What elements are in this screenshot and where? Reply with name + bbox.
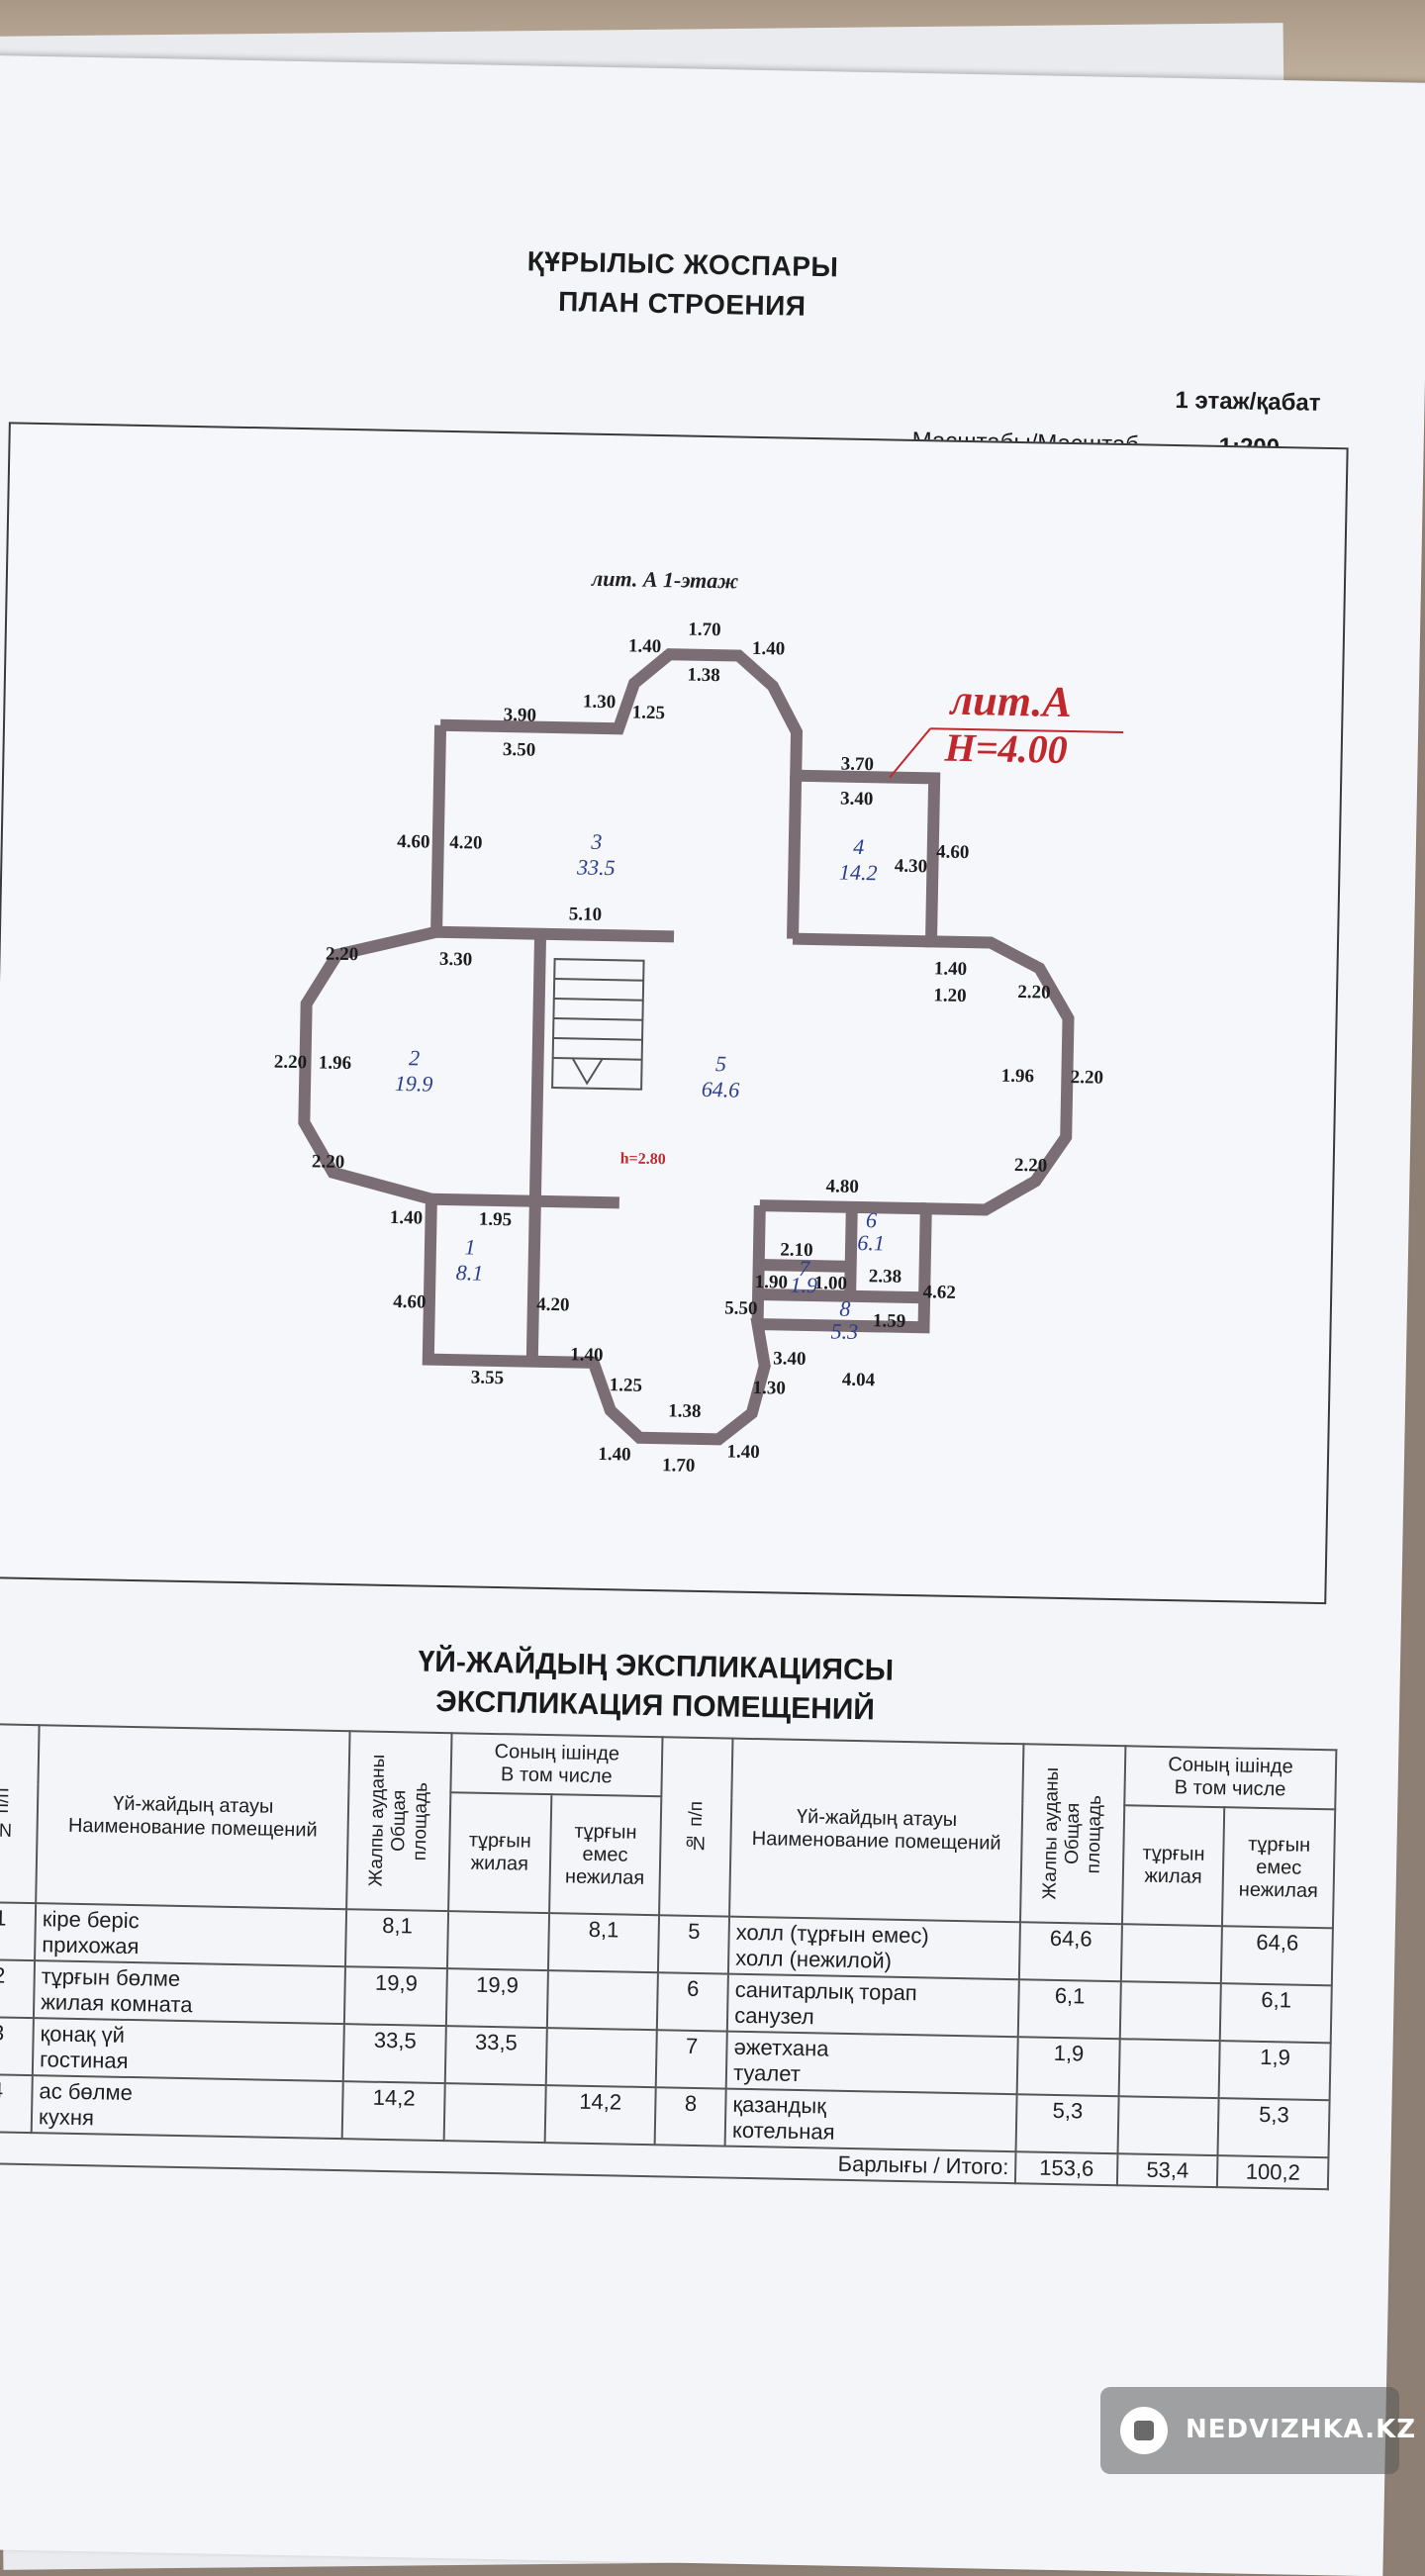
watermark-badge: NEDVIZHKA.KZ [1100, 2387, 1415, 2474]
dim-label: 1.00 [814, 1273, 848, 1294]
room-3-area: 33.5 [576, 854, 616, 880]
dim-label: 1.30 [583, 692, 617, 714]
dim-label: 4.60 [936, 841, 970, 863]
room-7-number: 7 [799, 1256, 810, 1281]
col-header-number-2: № п/п [659, 1737, 733, 1917]
col-header-name-2: Үй-жайдың атауы Наименование помещений [729, 1738, 1024, 1923]
dim-label: 3.40 [840, 789, 874, 811]
total-nonliving: 100,2 [1217, 2155, 1329, 2190]
col-header-including: Соның ішінде В том числе [450, 1733, 663, 1797]
dim-label: 1.96 [319, 1052, 352, 1074]
dim-label: 4.60 [393, 1291, 427, 1313]
dim-label: 4.62 [922, 1282, 956, 1303]
dim-label: 1.20 [933, 985, 967, 1006]
dim-label: 3.55 [471, 1367, 505, 1388]
dim-label: 1.40 [628, 635, 662, 657]
dim-label: 4.04 [842, 1370, 876, 1391]
col-header-number: № п/п [0, 1723, 40, 1904]
col-header-living: тұрғын жилая [448, 1792, 551, 1914]
room-1-number: 1 [464, 1234, 475, 1259]
room-5-number: 5 [715, 1051, 726, 1076]
dim-label: 1.38 [687, 665, 720, 687]
dim-label: 2.10 [780, 1239, 813, 1261]
dim-label: 1.70 [688, 620, 721, 641]
room-6-number: 6 [866, 1207, 877, 1232]
dim-label: 4.20 [536, 1294, 570, 1316]
dim-label: 1.40 [390, 1207, 424, 1229]
plan-frame: лит. А 1-этаж лит.А H=4.00 h=2.80 1 8.1 … [0, 422, 1349, 1605]
dim-label: 1.95 [479, 1209, 513, 1231]
stairs [551, 958, 645, 1091]
dim-label: 1.25 [632, 703, 666, 724]
dim-label: 2.20 [1014, 1155, 1048, 1177]
watermark-text: NEDVIZHKA.KZ [1186, 2415, 1417, 2444]
dim-label: 1.96 [1001, 1066, 1035, 1088]
room-2-area: 19.9 [395, 1071, 433, 1097]
col-header-living-2: тұрғын жилая [1121, 1805, 1225, 1927]
dim-label: 1.59 [873, 1310, 906, 1332]
explication-table: № п/п Үй-жайдың атауы Наименование помещ… [0, 1723, 1337, 2190]
room-2-number: 2 [409, 1045, 420, 1070]
dim-label: 2.20 [326, 944, 359, 966]
col-header-nonliving: тұрғын емес нежилая [548, 1794, 662, 1916]
room-8-number: 8 [839, 1296, 850, 1321]
col-header-total-area-2: Жалпы ауданы Общая площадь [1020, 1744, 1126, 1925]
floor-plan-document: ҚҰРЫЛЫС ЖОСПАРЫ ПЛАН СТРОЕНИЯ 1 этаж/қаб… [0, 55, 1425, 2576]
height-label: H=4.00 [943, 725, 1068, 772]
dim-label: 1.70 [662, 1455, 696, 1477]
dim-label: 2.20 [312, 1151, 345, 1173]
room-3-number: 3 [590, 829, 602, 854]
col-header-nonliving-2: тұрғын емес нежилая [1222, 1807, 1336, 1929]
dim-label: 1.25 [609, 1375, 642, 1396]
dim-label: 3.30 [439, 949, 473, 971]
room-1-area: 8.1 [455, 1260, 483, 1286]
dim-label: 1.40 [598, 1444, 631, 1466]
dim-label: 4.30 [895, 856, 928, 878]
room-4-area: 14.2 [839, 860, 878, 886]
dim-label: 2.20 [274, 1052, 308, 1074]
room-5-area: 64.6 [702, 1077, 740, 1102]
room-6-area: 6.1 [857, 1230, 885, 1256]
dim-label: 1.40 [726, 1441, 760, 1463]
dim-label: 4.20 [449, 832, 483, 854]
room-4-number: 4 [853, 834, 864, 859]
ceiling-note: h=2.80 [620, 1150, 666, 1168]
house-logo-icon [1120, 2407, 1168, 2454]
dim-label: 4.80 [825, 1176, 859, 1197]
dim-label: 3.50 [503, 739, 536, 761]
dim-label: 1.40 [934, 958, 968, 980]
dim-label: 2.20 [1071, 1067, 1104, 1089]
col-header-total-area: Жалпы ауданы Общая площадь [346, 1731, 452, 1912]
dim-label: 1.38 [668, 1400, 702, 1422]
dim-label: 3.90 [503, 705, 536, 726]
dim-label: 5.10 [569, 904, 603, 925]
dim-label: 5.50 [724, 1297, 758, 1319]
floor-plan-drawing: лит. А 1-этаж лит.А H=4.00 h=2.80 1 8.1 … [274, 566, 1124, 1477]
lit-label: лит.А [948, 676, 1072, 726]
dim-label: 2.20 [1017, 982, 1051, 1003]
dim-label: 1.90 [755, 1272, 789, 1293]
floor-label: 1 этаж/қабат [1175, 386, 1321, 417]
dim-label: 3.40 [773, 1348, 807, 1370]
dim-label: 4.60 [397, 831, 430, 853]
room-8-area: 5.3 [830, 1318, 858, 1344]
dim-label: 1.30 [752, 1378, 786, 1399]
dim-label: 1.40 [752, 638, 786, 660]
dim-label: 3.70 [841, 754, 875, 776]
dim-label: 1.40 [570, 1344, 604, 1366]
plan-caption: лит. А 1-этаж [591, 566, 739, 594]
room-7-area: 1.9 [790, 1273, 817, 1298]
total-living: 53,4 [1116, 2153, 1218, 2188]
col-header-name: Үй-жайдың атауы Наименование помещений [36, 1725, 350, 1910]
total-area: 153,6 [1015, 2151, 1118, 2186]
col-header-including-2: Соның ішінде В том числе [1124, 1746, 1337, 1810]
dim-label: 2.38 [869, 1266, 902, 1288]
